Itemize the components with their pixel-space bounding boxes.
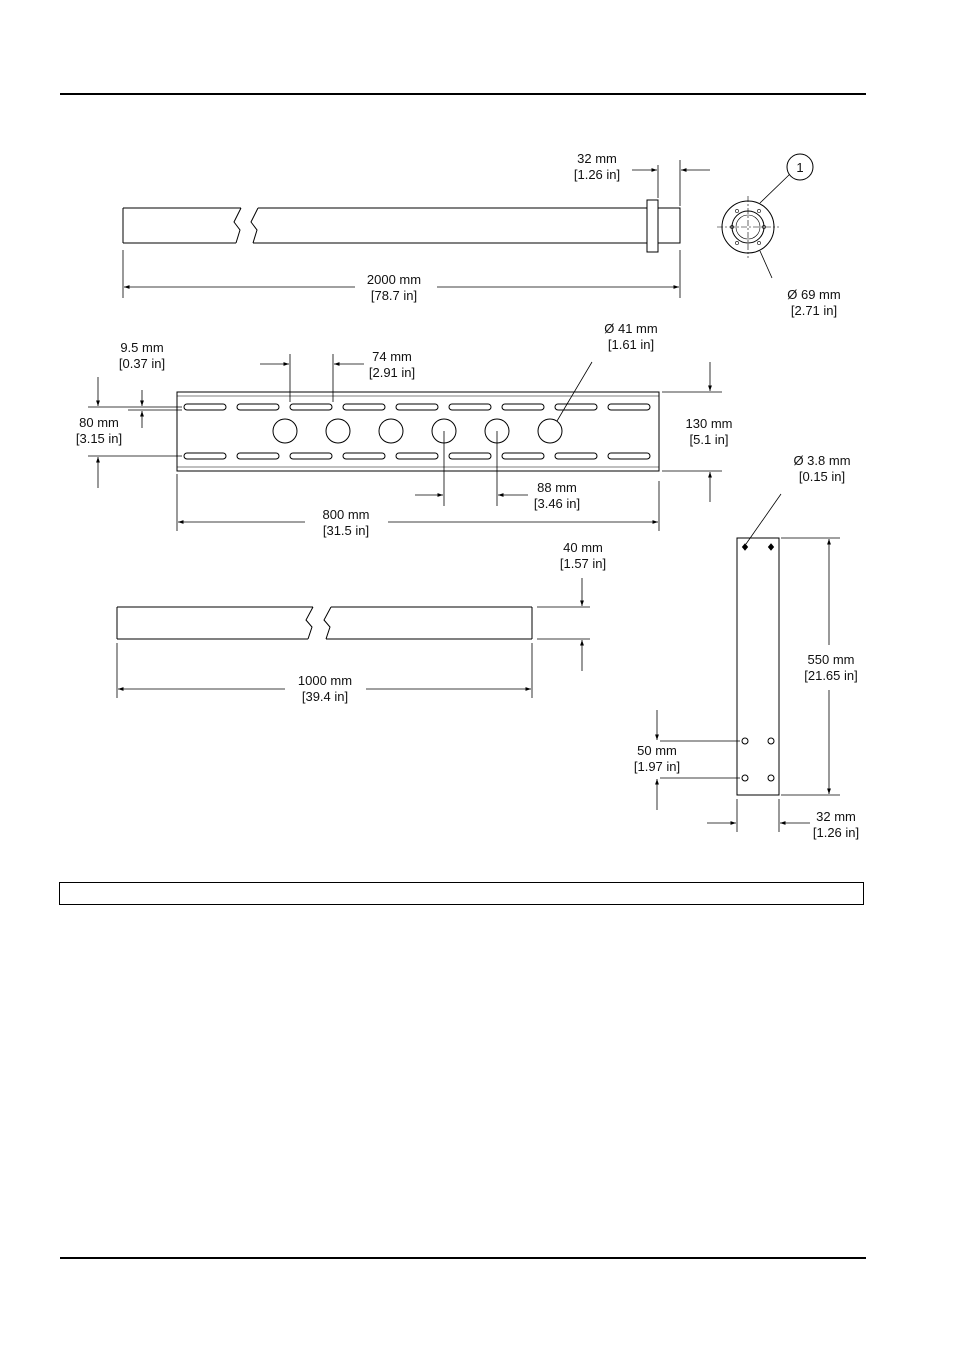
- strip-width-mm: 32 mm: [816, 809, 856, 824]
- bar-length-mm: 1000 mm: [298, 673, 352, 688]
- hole-diameter-mm: Ø 41 mm: [604, 321, 657, 336]
- slot-pitch-in: [2.91 in]: [369, 365, 415, 380]
- slot-width-in: [0.37 in]: [119, 356, 165, 371]
- slot-pitch-mm: 74 mm: [372, 349, 412, 364]
- plate-length-mm: 800 mm: [323, 507, 370, 522]
- flange-diameter-in: [2.71 in]: [791, 303, 837, 318]
- hole-pitch-in: [3.46 in]: [534, 496, 580, 511]
- bar-height-in: [1.57 in]: [560, 556, 606, 571]
- slotted-plate: [177, 392, 659, 471]
- bar-height-dimension: [537, 578, 590, 671]
- pipe-flange-mm: 32 mm: [577, 151, 617, 166]
- lower-slot-row: [184, 453, 650, 459]
- callout-number: 1: [796, 160, 803, 175]
- bar-part: [117, 607, 532, 639]
- plate-height-in: [5.1 in]: [689, 432, 728, 447]
- bar-height-mm: 40 mm: [563, 540, 603, 555]
- small-hole-leader: [746, 494, 781, 544]
- slot-pitch-dimension: [260, 354, 364, 402]
- pipe-flange-dimension: [632, 160, 710, 206]
- large-hole-row: [273, 419, 562, 443]
- flange-end-view: [717, 174, 790, 278]
- strip-hole-spacing-in: [1.97 in]: [634, 759, 680, 774]
- strip-hole-spacing-mm: 50 mm: [637, 743, 677, 758]
- pipe-flange-in: [1.26 in]: [574, 167, 620, 182]
- slot-row-spacing-in: [3.15 in]: [76, 431, 122, 446]
- strip-length-in: [21.65 in]: [804, 668, 858, 683]
- plate-height-mm: 130 mm: [686, 416, 733, 431]
- slot-row-spacing-mm: 80 mm: [79, 415, 119, 430]
- upper-slot-row: [184, 404, 650, 410]
- strip-width-in: [1.26 in]: [813, 825, 859, 840]
- bar-length-in: [39.4 in]: [302, 689, 348, 704]
- hole-pitch-dimension: [415, 431, 528, 506]
- pipe-length-in: [78.7 in]: [371, 288, 417, 303]
- plate-length-in: [31.5 in]: [323, 523, 369, 538]
- slot-width-mm: 9.5 mm: [120, 340, 163, 355]
- plate-length-dimension: [177, 474, 659, 531]
- figure-caption-box: [59, 882, 864, 905]
- hole-diameter-in: [1.61 in]: [608, 337, 654, 352]
- small-hole-diameter-mm: Ø 3.8 mm: [793, 453, 850, 468]
- strip-width-dimension: [707, 799, 810, 832]
- pipe-part: [123, 200, 680, 252]
- hole-pitch-mm: 88 mm: [537, 480, 577, 495]
- pipe-length-mm: 2000 mm: [367, 272, 421, 287]
- footer-rule: [60, 1257, 866, 1259]
- flange-diameter-mm: Ø 69 mm: [787, 287, 840, 302]
- vertical-strip: [737, 538, 779, 795]
- strip-length-mm: 550 mm: [808, 652, 855, 667]
- small-hole-diameter-in: [0.15 in]: [799, 469, 845, 484]
